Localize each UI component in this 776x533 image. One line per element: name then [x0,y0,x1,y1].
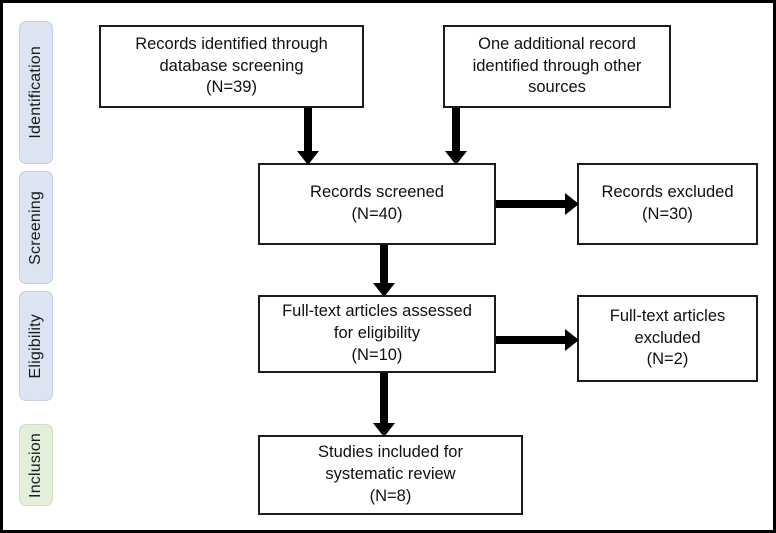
arrow-shaft [496,200,566,208]
box-records-excluded-text: Records excluded (N=30) [601,183,734,223]
stage-label-eligibility-text: Eligibility [27,313,44,379]
arrow-shaft [452,108,460,152]
stage-label-screening-text: Screening [27,190,44,265]
box-records-screened-text: Records screened (N=40) [310,183,444,223]
stage-label-identification: Identification [19,21,53,164]
arrow-right-fulltext-to-excluded-icon [496,328,579,352]
box-records-identified-database: Records identified through database scre… [99,25,364,108]
arrow-shaft [380,373,388,424]
stage-label-identification-text: Identification [27,46,44,139]
box-records-identified-database-text: Records identified through database scre… [135,34,328,97]
box-fulltext-articles-excluded-text: Full-text articles excluded (N=2) [609,306,726,369]
arrow-head [445,151,467,165]
arrow-head [373,423,395,437]
arrow-shaft [304,108,312,152]
arrow-shaft [380,245,388,284]
box-fulltext-articles-assessed: Full-text articles assessed for eligibil… [258,295,496,373]
box-records-excluded: Records excluded (N=30) [577,163,758,245]
box-fulltext-articles-assessed-text: Full-text articles assessed for eligibil… [282,302,472,364]
arrow-head [297,151,319,165]
stage-label-screening: Screening [19,171,53,284]
arrow-down-screened-to-fulltext-icon [369,245,399,297]
box-records-screened: Records screened (N=40) [258,163,496,245]
arrow-head [373,283,395,297]
box-studies-included: Studies included for systematic review (… [258,435,523,515]
stage-label-inclusion: Inclusion [19,424,53,506]
arrow-right-screened-to-excluded-icon [496,192,579,216]
box-additional-record-other-sources: One additional record identified through… [443,25,671,108]
box-additional-record-other-sources-text: One additional record identified through… [472,34,642,97]
arrow-down-identified-to-screened-icon [293,108,323,165]
box-fulltext-articles-excluded: Full-text articles excluded (N=2) [577,295,758,382]
box-studies-included-text: Studies included for systematic review (… [318,443,463,505]
arrow-head [565,193,579,215]
arrow-down-additional-to-screened-icon [441,108,471,165]
arrow-down-fulltext-to-included-icon [369,373,399,437]
stage-label-eligibility: Eligibility [19,291,53,401]
arrow-shaft [496,336,566,344]
arrow-head [565,329,579,351]
stage-label-inclusion-text: Inclusion [27,432,44,498]
